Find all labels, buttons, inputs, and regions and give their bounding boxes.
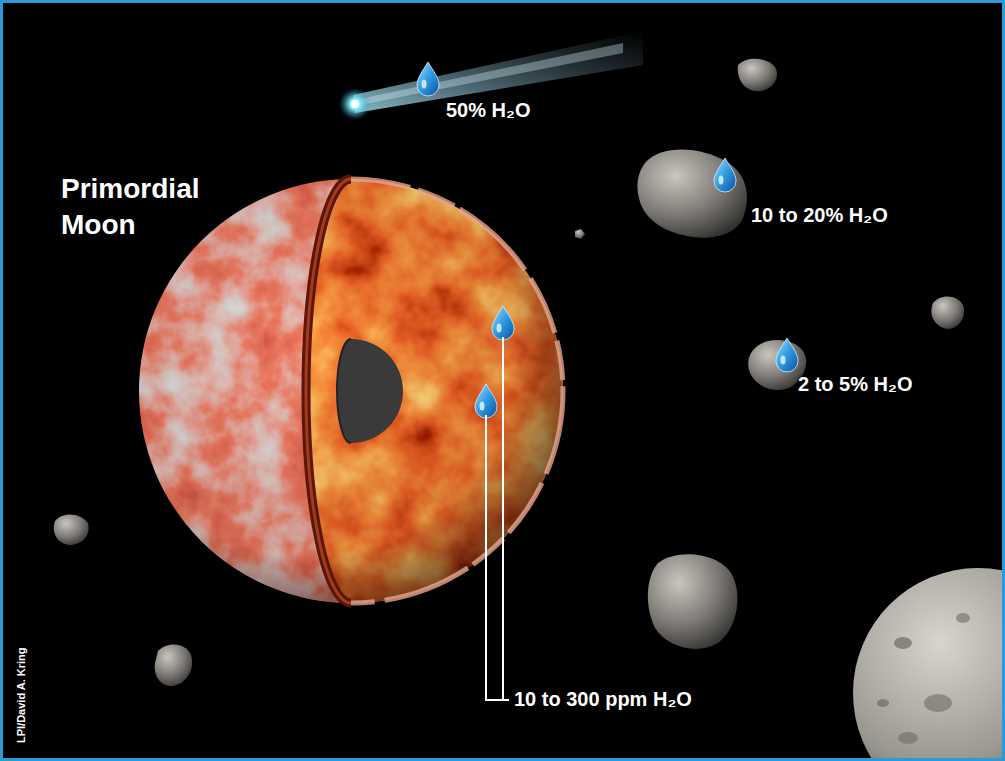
water-fraction-label: 50% H₂O bbox=[446, 99, 530, 122]
water-fraction-label: 2 to 5% H₂O bbox=[798, 373, 912, 396]
moon-title: Primordial Moon bbox=[61, 171, 236, 243]
water-fraction-label: 10 to 20% H₂O bbox=[751, 204, 888, 227]
image-credit: LPI/David A. Kring bbox=[15, 647, 27, 743]
water-fraction-label: 10 to 300 ppm H₂O bbox=[514, 688, 692, 711]
